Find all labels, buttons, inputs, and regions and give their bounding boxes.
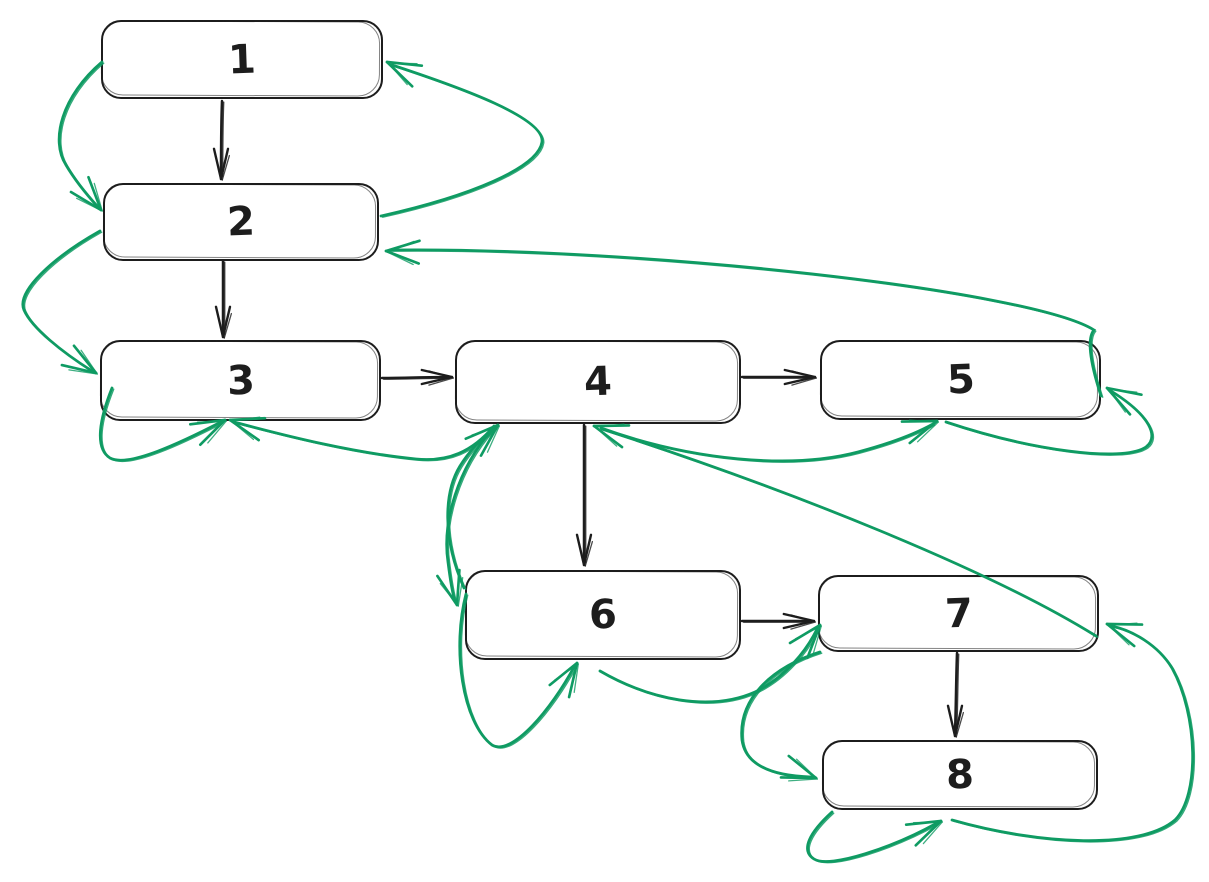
node-6[interactable]: 6 [465, 570, 741, 660]
node-7-label: 7 [943, 590, 974, 637]
tree-edge-4-6[interactable] [575, 423, 594, 567]
cfg-edge-1-2[interactable] [57, 60, 105, 212]
node-7[interactable]: 7 [818, 575, 1099, 652]
tree-edge-2-3[interactable] [214, 259, 233, 339]
cfg-edge-8-8[interactable] [806, 810, 943, 864]
tree-edge-7-8[interactable] [946, 651, 965, 738]
cfg-edge-4-5[interactable] [599, 419, 939, 463]
node-5[interactable]: 5 [820, 340, 1101, 420]
tree-edge-3-4[interactable] [380, 368, 454, 386]
cfg-edge-2-1[interactable] [379, 60, 545, 218]
cfg-edge-7-4[interactable] [592, 423, 1099, 638]
cfg-edge-5-2[interactable] [384, 239, 1104, 398]
cfg-edge-3-3[interactable] [98, 386, 227, 463]
node-8[interactable]: 8 [822, 740, 1098, 810]
node-2-label: 2 [226, 198, 256, 246]
cfg-edge-6-7[interactable] [598, 623, 822, 704]
node-3[interactable]: 3 [100, 340, 381, 421]
node-8-label: 8 [945, 751, 975, 799]
node-4-label: 4 [583, 358, 613, 406]
node-1-label: 1 [227, 36, 257, 83]
tree-edge-4-5[interactable] [740, 368, 817, 386]
node-5-label: 5 [945, 356, 976, 404]
tree-edge-1-2[interactable] [212, 99, 231, 181]
cfg-edge-6-4[interactable] [446, 423, 500, 590]
cfg-edge-2-3[interactable] [21, 229, 103, 375]
cfg-edge-6-6[interactable] [458, 592, 579, 749]
cfg-edge-8-7[interactable] [950, 622, 1196, 843]
cfg-edge-4-3[interactable] [228, 416, 497, 462]
node-6-label: 6 [588, 591, 618, 639]
node-2[interactable]: 2 [103, 183, 379, 261]
cfg-edge-7-8[interactable] [740, 650, 823, 782]
node-3-label: 3 [225, 357, 256, 404]
node-4[interactable]: 4 [455, 340, 741, 424]
tree-edge-6-7[interactable] [740, 612, 816, 630]
cfg-edge-4-6[interactable] [436, 428, 495, 607]
cfg-edge-5-5[interactable] [944, 386, 1155, 456]
node-1[interactable]: 1 [101, 20, 383, 99]
